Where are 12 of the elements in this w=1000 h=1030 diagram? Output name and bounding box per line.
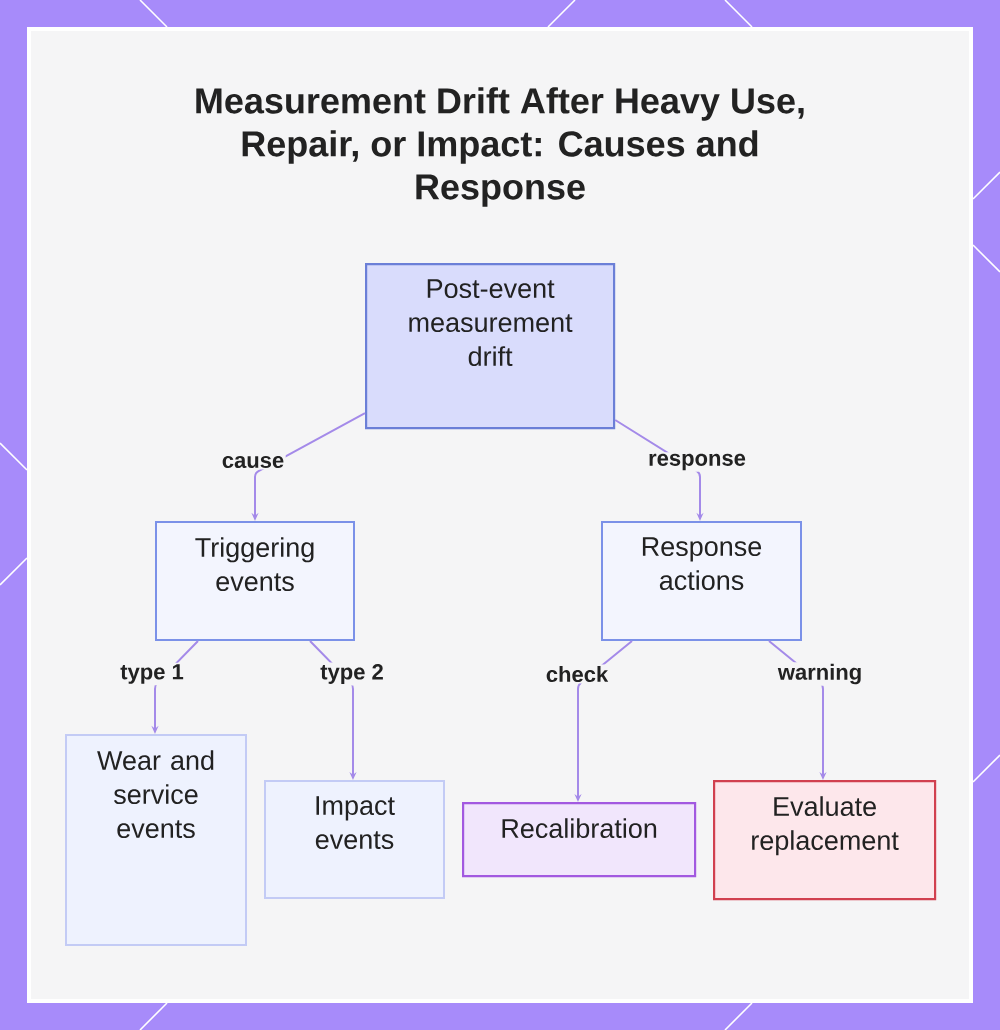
process-box: Wear and service events bbox=[65, 734, 247, 946]
process-box: Recalibration bbox=[462, 802, 697, 878]
process-box: Post-event measurement drift bbox=[365, 263, 616, 430]
edge-label: response bbox=[646, 452, 748, 472]
process-box: Evaluate replacement bbox=[713, 780, 937, 901]
process-box: Response actions bbox=[601, 521, 802, 641]
process-box: Impact events bbox=[264, 780, 445, 899]
process-box: Triggering events bbox=[155, 521, 355, 641]
edge-label: warning bbox=[776, 662, 864, 686]
title: Measurement Drift After Heavy Use, Repair, or Impact: Causes and Response bbox=[196, 87, 804, 207]
edge-label: check bbox=[544, 664, 610, 684]
edge-label: cause bbox=[220, 454, 286, 470]
